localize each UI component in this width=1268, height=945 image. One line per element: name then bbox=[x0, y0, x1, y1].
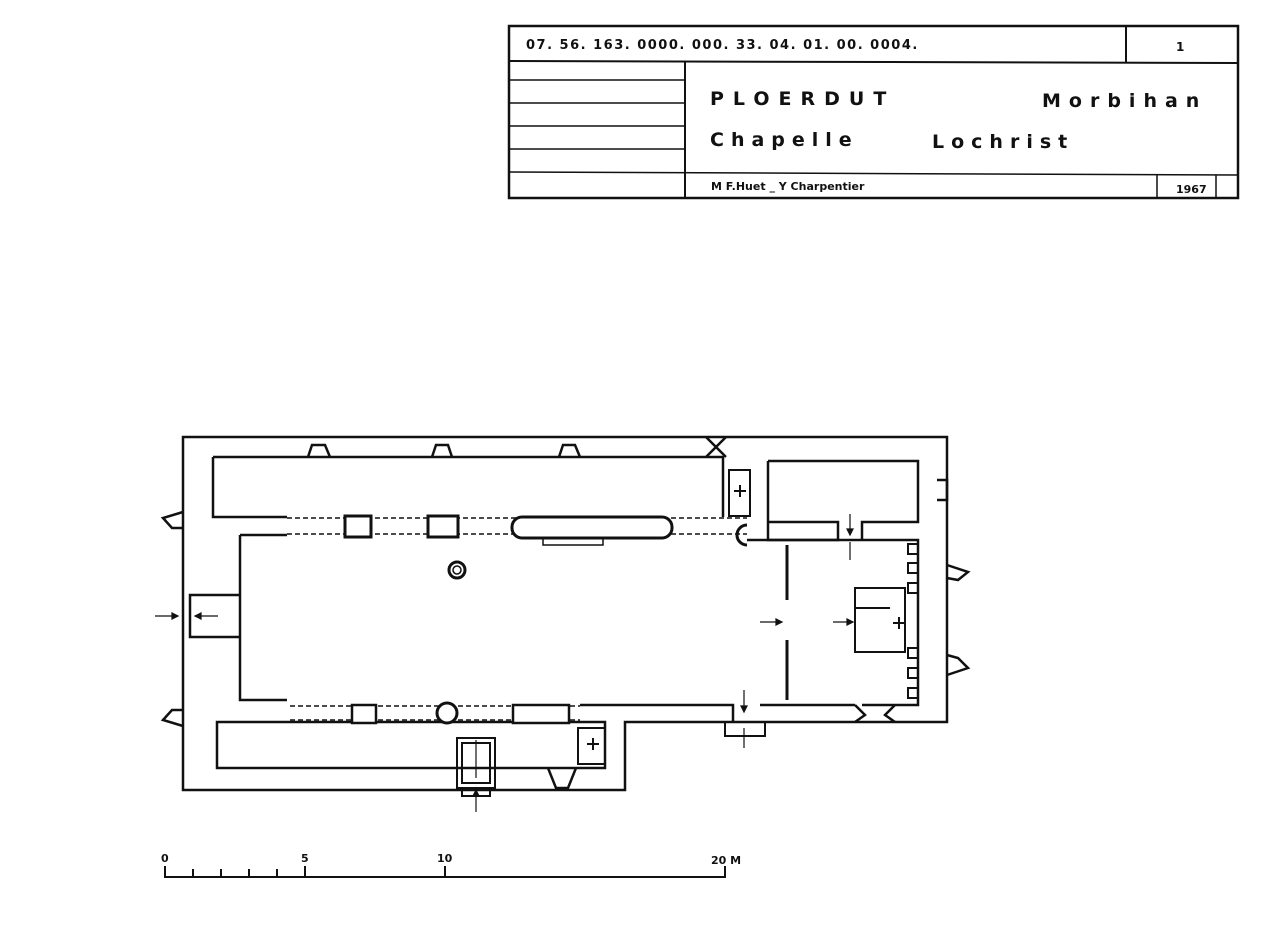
building-name: Lochrist bbox=[932, 131, 1074, 153]
scale-label-0: 0 bbox=[161, 852, 169, 865]
chapel-floor-plan bbox=[155, 435, 971, 812]
scale-label-5: 5 bbox=[301, 852, 309, 865]
window-splays bbox=[306, 436, 949, 790]
pier-long bbox=[510, 515, 674, 540]
year: 1967 bbox=[1176, 183, 1207, 196]
sacristy-door bbox=[724, 721, 766, 737]
entrance-arrows bbox=[155, 514, 855, 812]
scale-bar bbox=[164, 866, 726, 878]
commune-name: PLOERDUT bbox=[710, 88, 895, 110]
sanctuary-colonnettes bbox=[907, 543, 919, 699]
reference-code: 07. 56. 163. 0000. 000. 33. 04. 01. 00. … bbox=[526, 38, 919, 53]
side-altar-north bbox=[728, 469, 751, 517]
pillar-square bbox=[350, 703, 378, 725]
authors: M F.Huet _ Y Charpentier bbox=[711, 180, 865, 193]
sheet-number: 1 bbox=[1176, 40, 1184, 54]
sanctuary-wall bbox=[747, 538, 920, 707]
north-aisle-wall bbox=[211, 455, 725, 519]
scale-label-20: 20 M bbox=[711, 854, 741, 867]
department-name: Morbihan bbox=[1042, 90, 1207, 112]
south-aisle-wall bbox=[215, 703, 735, 770]
pier-south bbox=[511, 703, 571, 725]
chevet-buttresses bbox=[160, 510, 971, 728]
building-type: Chapelle bbox=[710, 129, 859, 151]
pillar-round bbox=[447, 560, 467, 580]
scale-label-10: 10 bbox=[437, 852, 453, 865]
pillar-square bbox=[343, 514, 373, 539]
side-altar-south bbox=[577, 727, 606, 765]
pillar-round bbox=[435, 701, 459, 725]
pillar-square bbox=[426, 514, 460, 539]
outer-wall bbox=[181, 435, 949, 792]
chapel-room bbox=[766, 459, 920, 542]
title-block bbox=[507, 24, 1240, 200]
altar bbox=[854, 587, 906, 653]
nave-wall bbox=[188, 533, 287, 702]
